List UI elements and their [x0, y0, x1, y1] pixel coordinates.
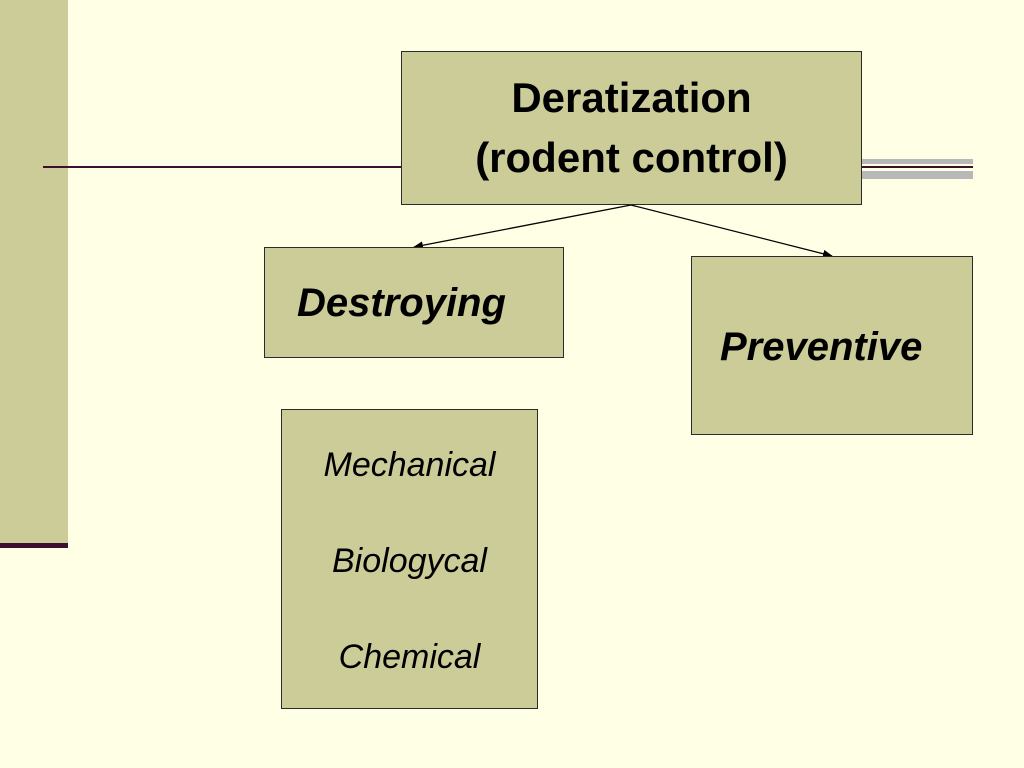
destroying-node-box: Destroying: [264, 247, 564, 358]
left-accent-bar: [0, 0, 68, 547]
methods-box: Mechanical Biologycal Chemical: [281, 409, 538, 709]
left-accent-underline: [0, 543, 68, 548]
preventive-label: Preventive: [720, 325, 923, 369]
root-title-line1: Deratization: [511, 74, 752, 121]
arrow-to-destroying: [413, 204, 632, 250]
method-biologycal: Biologycal: [332, 542, 487, 580]
arrow-to-preventive: [630, 204, 833, 258]
root-title-line2: (rodent control): [475, 134, 788, 181]
gray-accent-stripe-bottom: [860, 171, 973, 179]
root-node-box: Deratization (rodent control): [401, 51, 862, 205]
destroying-label: Destroying: [297, 281, 506, 325]
method-chemical: Chemical: [338, 638, 481, 676]
preventive-node-box: Preventive: [691, 256, 973, 435]
method-mechanical: Mechanical: [323, 446, 496, 484]
gray-accent-stripe-top: [860, 159, 973, 164]
